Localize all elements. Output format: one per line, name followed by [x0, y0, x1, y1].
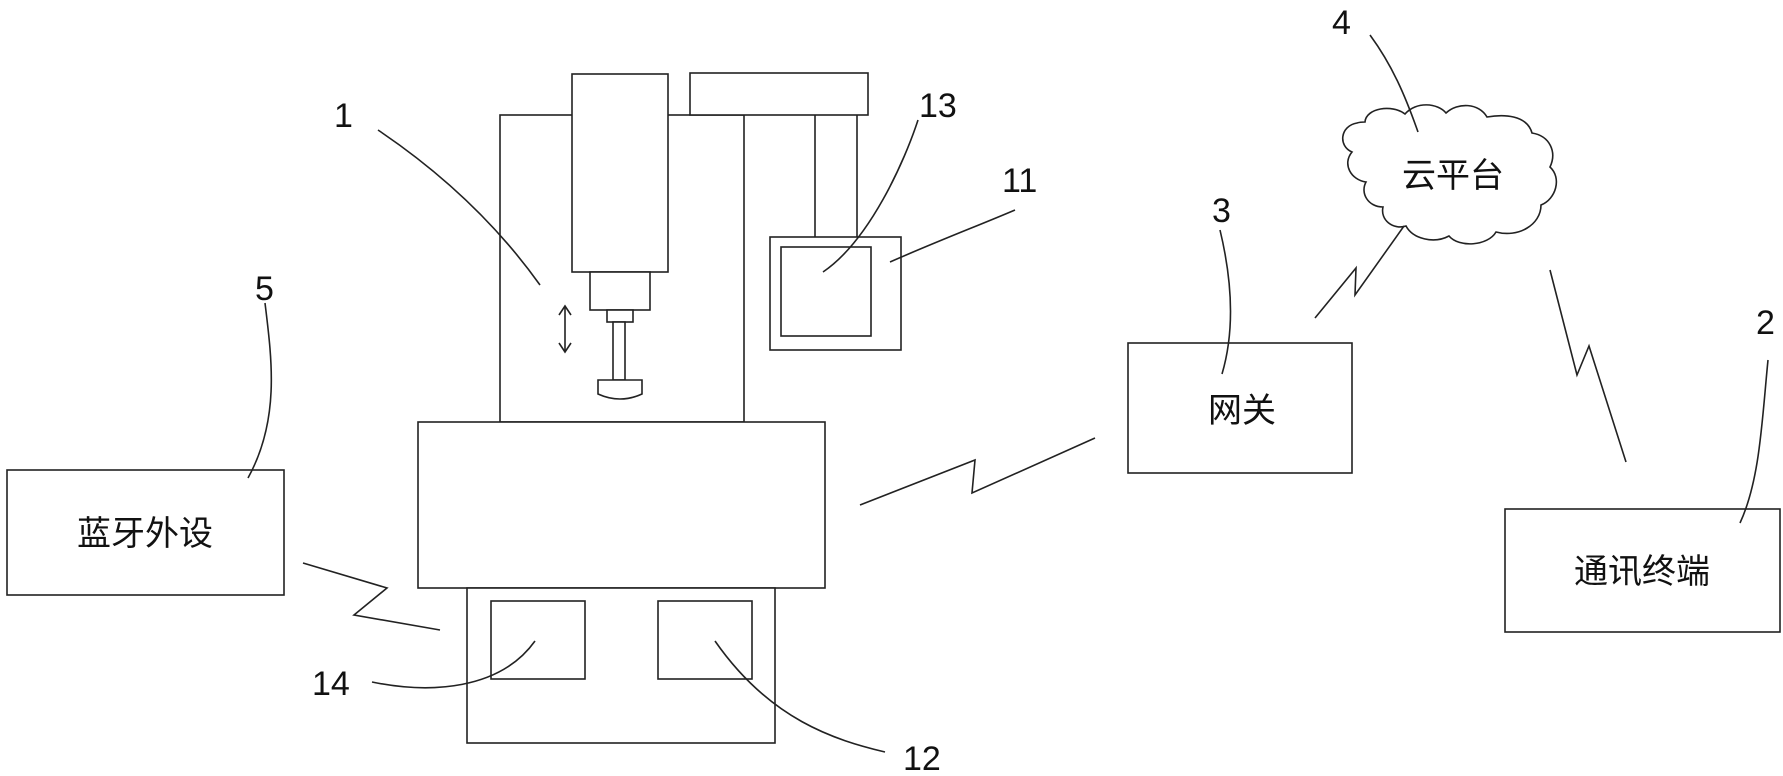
bluetooth-peripheral-label: 蓝牙外设 — [77, 514, 213, 554]
machine-worktable — [417, 421, 826, 589]
leader-line-5 — [247, 302, 273, 479]
leader-line-2 — [1739, 359, 1769, 524]
communication-terminal-label: 通讯终端 — [1574, 552, 1710, 592]
communication-terminal: 通讯终端 — [1504, 508, 1781, 633]
ref-numeral-2: 2 — [1756, 304, 1775, 342]
bluetooth-peripheral: 蓝牙外设 — [6, 469, 285, 596]
tool-tip — [597, 379, 643, 400]
leader-line-1 — [377, 129, 541, 286]
spindle-nose — [589, 271, 651, 311]
ref-numeral-13: 13 — [919, 87, 957, 125]
ref-numeral-11: 11 — [1002, 162, 1037, 200]
wireless-link-bluetooth-machine — [302, 562, 441, 631]
machine-top-beam — [689, 72, 869, 116]
ref-numeral-14: 14 — [312, 665, 350, 703]
leader-line-11 — [889, 209, 1016, 263]
leader-line-12 — [714, 640, 886, 753]
communication-terminal-box — [1504, 508, 1781, 633]
ref-numeral-3: 3 — [1212, 192, 1231, 230]
vertical-motion-arrow-icon — [558, 304, 572, 354]
cloud-shape — [1342, 104, 1558, 245]
wireless-link-machine-gateway — [859, 437, 1096, 506]
gateway-box — [1127, 342, 1353, 474]
machine-tool — [417, 72, 902, 744]
gateway: 网关 — [1127, 342, 1353, 474]
display-screen-13 — [780, 246, 872, 337]
ref-numeral-4: 4 — [1332, 4, 1351, 42]
tool-shank — [612, 321, 626, 381]
ref-numeral-12: 12 — [903, 740, 941, 776]
module-12 — [657, 600, 753, 680]
module-14 — [490, 600, 586, 680]
gateway-label: 网关 — [1208, 391, 1276, 431]
leader-line-13 — [822, 119, 919, 273]
spindle-head — [571, 73, 669, 273]
wireless-link-gateway-cloud — [1314, 225, 1405, 319]
cloud-platform: 云平台 — [1342, 104, 1558, 245]
wireless-link-cloud-terminal — [1549, 269, 1627, 463]
cloud-platform-label: 云平台 — [1402, 156, 1504, 196]
leader-line-4 — [1369, 34, 1419, 133]
spindle-collar — [606, 309, 634, 323]
ref-numeral-5: 5 — [255, 270, 274, 308]
leader-line-14 — [371, 640, 536, 689]
ref-numeral-1: 1 — [334, 97, 353, 135]
leader-line-3 — [1219, 229, 1232, 375]
bluetooth-peripheral-box — [6, 469, 285, 596]
